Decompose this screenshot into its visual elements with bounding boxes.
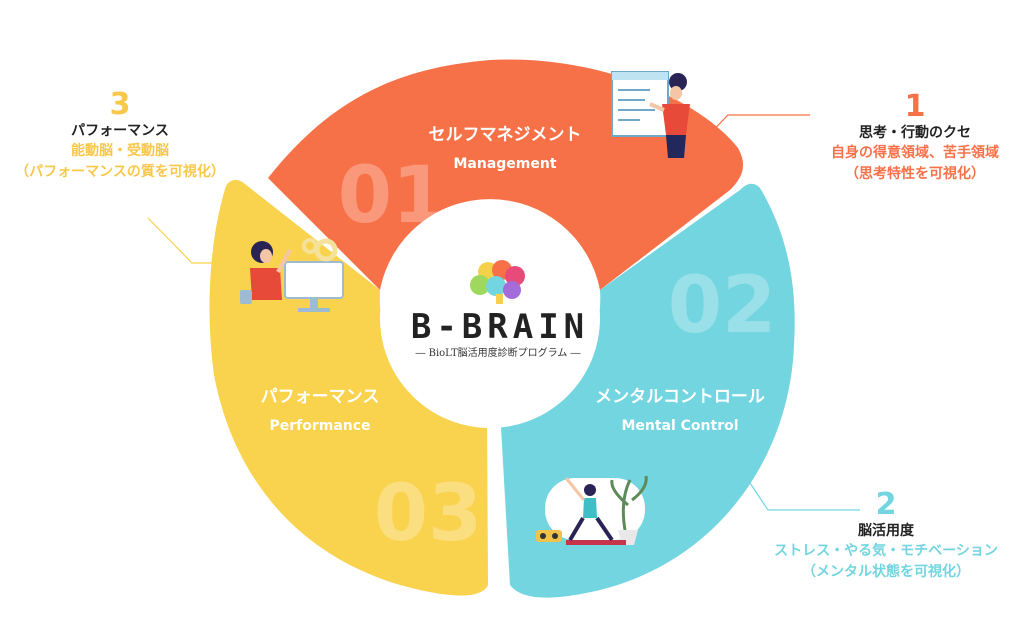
callout-2-heading: 脳活用度	[858, 523, 914, 539]
segment-number-02: 02	[668, 261, 777, 351]
mental-control-illustration	[536, 475, 648, 545]
callout-2-line1: ストレス・やる気・モチベーション	[774, 543, 998, 560]
segment-number-03: 03	[374, 469, 483, 559]
callout-3-line2: （パフォーマンスの質を可視化）	[15, 163, 225, 180]
callout-3-number: 3	[109, 87, 131, 122]
connector-line-2	[747, 479, 860, 511]
callout-3-heading: パフォーマンス	[71, 123, 169, 139]
callout-1-heading: 思考・行動のクセ	[859, 125, 971, 141]
callout-1-line1: 自身の得意領域、苦手領域	[831, 145, 999, 162]
callout-2-line2: （メンタル状態を可視化）	[802, 563, 970, 580]
callout-2-number: 2	[875, 487, 897, 522]
segment-subtitle-performance: Performance	[269, 418, 370, 434]
management-illustration	[611, 71, 690, 158]
segment-number-01: 01	[338, 151, 447, 241]
center-circle	[380, 208, 600, 428]
logo-subtitle: ― BioLT脳活用度診断プログラム ―	[415, 346, 580, 359]
callout-2: 2 脳活用度 ストレス・やる気・モチベーション （メンタル状態を可視化）	[750, 488, 1022, 582]
segment-subtitle-mental-control: Mental Control	[621, 418, 738, 434]
callout-3-line1: 能動脳・受動脳	[71, 143, 169, 160]
callout-1: 1 思考・行動のクセ 自身の得意領域、苦手領域 （思考特性を可視化）	[815, 90, 1015, 184]
segment-title-performance: パフォーマンス	[261, 387, 380, 407]
logo-name: B-BRAIN	[411, 307, 589, 347]
performance-illustration	[240, 238, 344, 312]
segment-title-mental-control: メンタルコントロール	[595, 387, 765, 407]
callout-1-number: 1	[904, 89, 926, 124]
brain-logo-icon	[470, 260, 525, 304]
connector-line-3	[147, 217, 222, 264]
segment-subtitle-management: Management	[453, 156, 556, 172]
callout-1-line2: （思考特性を可視化）	[845, 165, 985, 182]
segment-title-management: セルフマネジメント	[429, 125, 582, 145]
callout-3: 3 パフォーマンス 能動脳・受動脳 （パフォーマンスの質を可視化）	[0, 88, 240, 182]
